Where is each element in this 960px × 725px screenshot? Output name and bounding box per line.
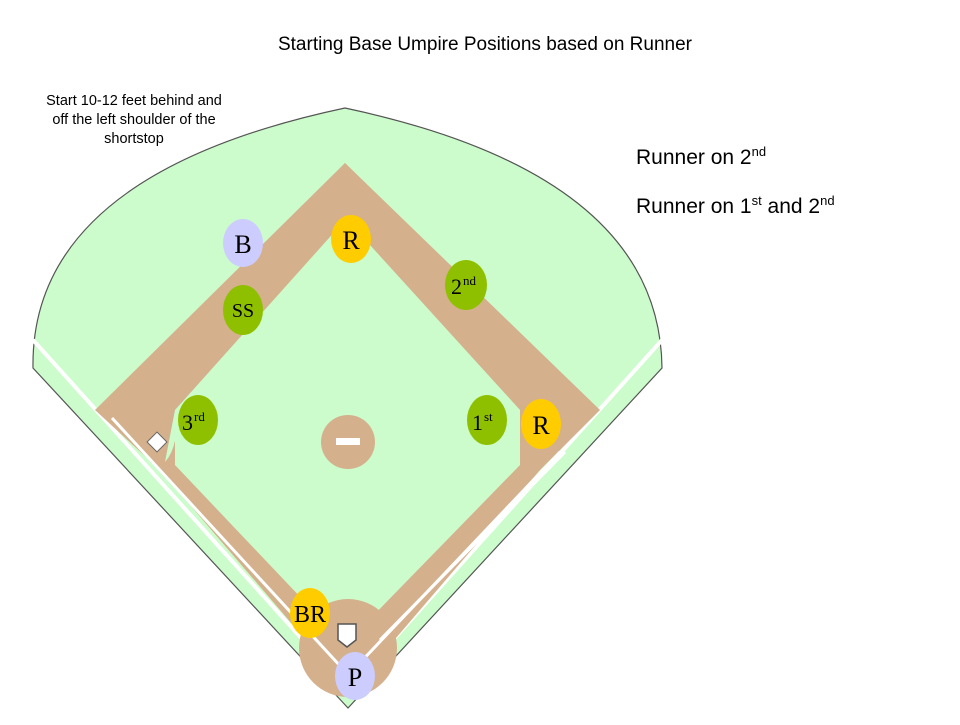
svg-text:B: B [234, 230, 251, 259]
third-base-bag [146, 431, 168, 453]
dirt-right-baseline [330, 410, 600, 680]
running-lane [378, 450, 567, 642]
second-baseman-marker: 2 nd [445, 260, 487, 310]
grass-edge-third [165, 410, 177, 462]
umpire-position-note: Start 10-12 feet behind and off the left… [8, 92, 260, 149]
first-baseman-marker: 1 st [467, 395, 507, 445]
runner-first-marker: R [521, 399, 561, 449]
svg-text:rd: rd [194, 409, 205, 424]
dirt-third-to-second [95, 163, 372, 410]
svg-text:nd: nd [463, 273, 477, 288]
note-line: Start 10-12 feet behind and [46, 93, 222, 109]
third-baseman-marker: 3 rd [178, 395, 218, 445]
svg-text:2: 2 [451, 274, 462, 299]
svg-text:R: R [342, 226, 360, 255]
svg-text:R: R [532, 411, 550, 440]
shortstop-marker: SS [223, 285, 263, 335]
svg-text:st: st [484, 409, 493, 424]
umpire-b-marker: B [223, 219, 263, 267]
home-plate [337, 623, 357, 648]
note-line: shortstop [104, 131, 164, 147]
svg-text:1: 1 [472, 410, 483, 435]
umpire-p-marker: P [335, 652, 375, 700]
left-foul-line [31, 338, 350, 692]
situation-runner-on-second: Runner on 2nd [636, 144, 767, 169]
pitchers-rubber [336, 438, 360, 445]
svg-text:BR: BR [294, 602, 326, 628]
runner-second-marker: R [331, 215, 371, 263]
svg-text:P: P [348, 663, 362, 692]
situation-runners-first-second: Runner on 1st and 2nd [636, 193, 835, 218]
note-line: off the left shoulder of the [52, 112, 216, 128]
outfield-grass [32, 107, 663, 709]
diagram-title: Starting Base Umpire Positions based on … [277, 34, 692, 55]
svg-text:3: 3 [182, 410, 193, 435]
svg-text:SS: SS [232, 300, 254, 322]
batter-runner-marker: BR [290, 588, 330, 638]
